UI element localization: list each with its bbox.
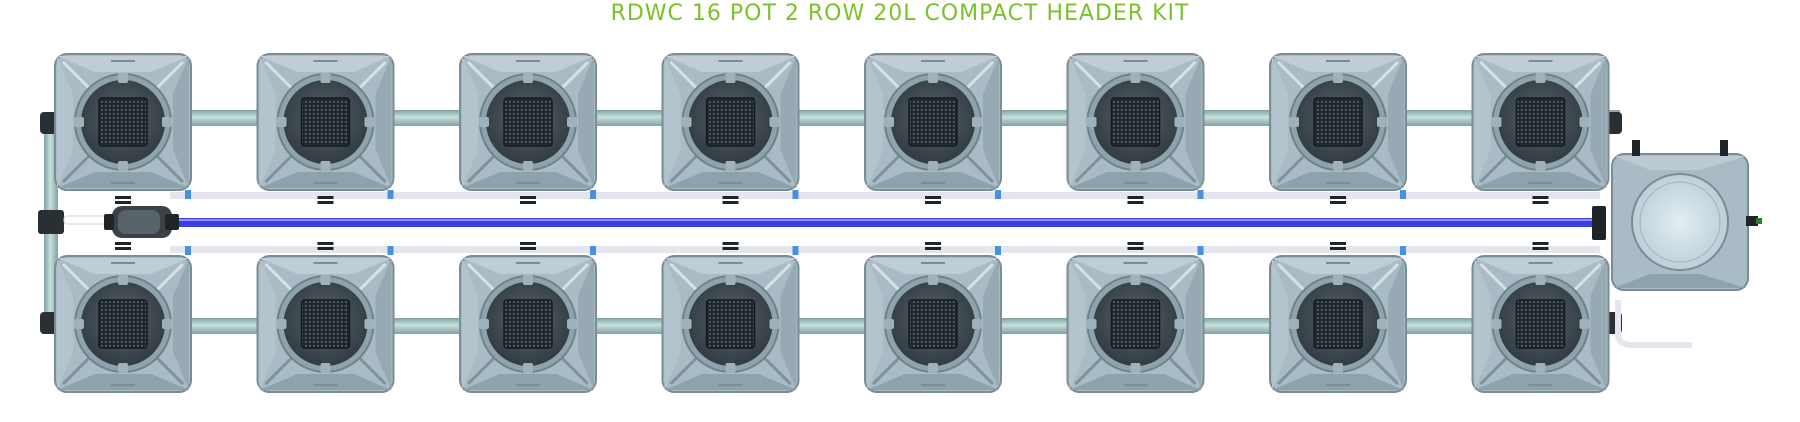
net-pot-mesh [1313,299,1363,349]
pot-fitting [1330,196,1346,199]
pot-row1-6 [1066,53,1205,204]
net-pot-mesh [300,97,351,147]
feed-line [160,218,1600,227]
pot-row2-2 [256,242,395,393]
pot-fitting [925,196,941,199]
net-pot-mesh [908,299,958,349]
pot-row1-1 [54,53,192,204]
pot-row2-7 [1269,242,1407,393]
controller-fitting-top-left [1632,140,1640,156]
net-pot-mesh [300,299,351,349]
clip-marker [590,246,596,255]
pot-row2-6 [1066,242,1205,393]
clip-marker [185,190,191,199]
clip-marker [995,246,1001,255]
pot-row1-2 [256,53,395,204]
controller-fitting-top-right [1720,140,1728,156]
net-pot-mesh [503,299,553,349]
feed-line-end-fitting [1592,206,1606,240]
clip-marker [1197,190,1204,199]
pot-row2-1 [54,242,192,393]
pot-row1-4 [661,53,800,204]
pot-fitting [722,242,739,245]
pot-fitting [1127,242,1144,245]
pot-fitting [115,196,131,199]
pump [104,206,179,238]
net-pot-mesh [98,299,148,349]
return-line-top [170,192,1600,199]
pot-row2-4 [661,242,800,393]
pot-fitting [1330,242,1346,245]
clip-marker [995,190,1001,199]
clip-marker [1197,246,1204,255]
line-clips [185,190,1406,255]
pot-fitting [1127,196,1144,199]
net-pot-mesh [705,299,756,349]
return-line-bottom [170,246,1600,253]
feed-line-highlight [160,219,1600,221]
diagram-title: RDWC 16 POT 2 ROW 20L COMPACT HEADER KIT [610,1,1190,26]
clip-marker [185,246,191,255]
controller-fitting-right [1746,216,1758,226]
pot-fitting [317,242,334,245]
pot-fitting [520,242,536,245]
pot-fitting [1532,242,1549,245]
net-pot-mesh [1515,97,1566,147]
clip-marker [387,190,394,199]
pot-fitting [1532,196,1549,199]
pot-row2-5 [864,242,1002,393]
net-pot-mesh [705,97,756,147]
pot-fitting [520,196,536,199]
pot-grid [54,53,1610,393]
left-tee-fitting [38,210,64,234]
net-pot-mesh [908,97,958,147]
clip-marker [792,246,799,255]
net-pot-mesh [1110,299,1161,349]
pot-fitting [925,242,941,245]
net-pot-mesh [503,97,553,147]
pot-fitting [722,196,739,199]
pot-row1-5 [864,53,1002,204]
clip-marker [1400,190,1406,199]
clip-marker [1400,246,1406,255]
net-pot-mesh [1515,299,1566,349]
controller-lid [1631,173,1729,271]
clip-marker [792,190,799,199]
net-pot-mesh [1313,97,1363,147]
pot-row1-7 [1269,53,1407,204]
hose-lines [63,192,1692,348]
net-pot-mesh [98,97,148,147]
clip-marker [387,246,394,255]
pot-row2-3 [459,242,597,393]
controller-drain-hose [1615,300,1692,348]
clip-marker [590,190,596,199]
pot-row1-8 [1471,53,1610,204]
pot-row2-8 [1471,242,1610,393]
net-pot-mesh [1110,97,1161,147]
controller-bucket [1611,140,1762,291]
pot-fitting [317,196,334,199]
pot-fitting [115,242,131,245]
pot-row1-3 [459,53,597,204]
